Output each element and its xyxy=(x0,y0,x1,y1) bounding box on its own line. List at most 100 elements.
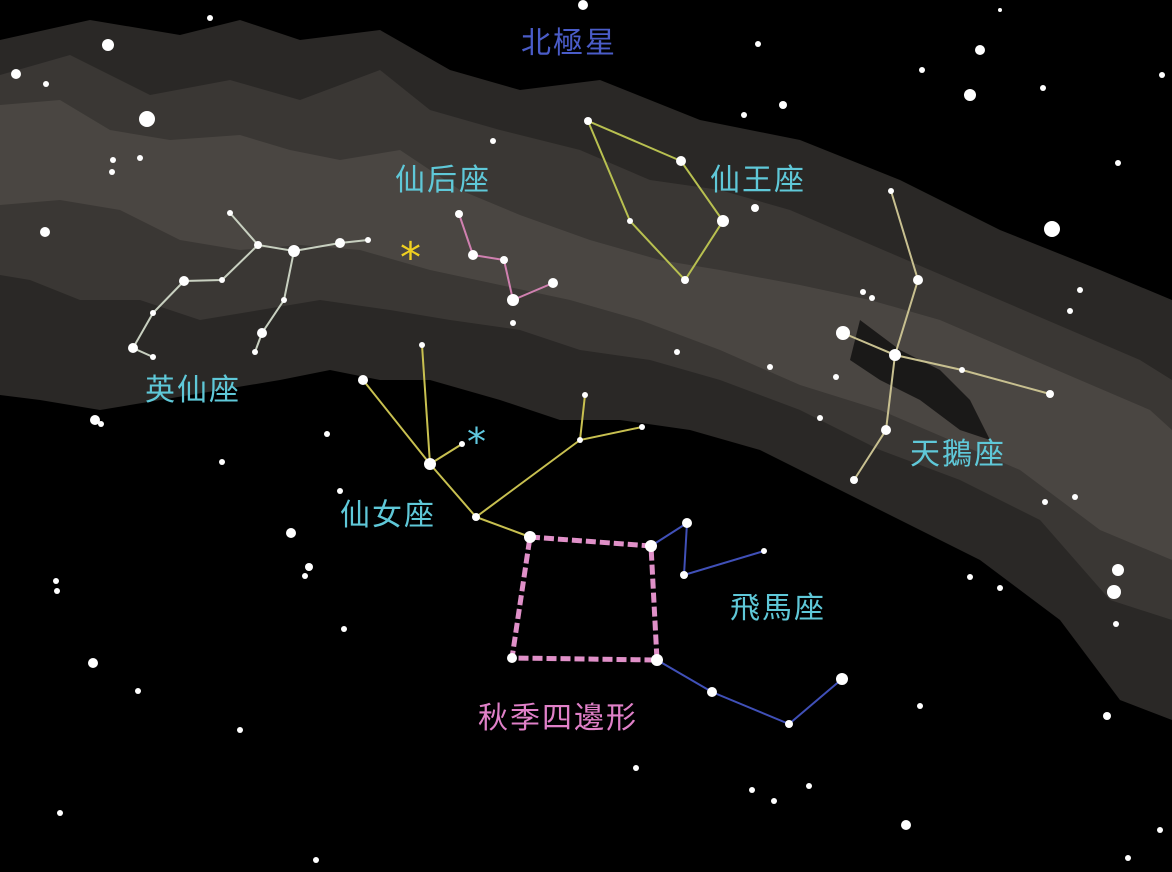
star xyxy=(1113,621,1119,627)
star xyxy=(335,238,345,248)
star xyxy=(507,294,519,306)
star xyxy=(98,421,104,427)
star xyxy=(997,585,1003,591)
cepheus-lines xyxy=(587,120,725,282)
star xyxy=(888,188,894,194)
star xyxy=(54,588,60,594)
star xyxy=(817,415,823,421)
star xyxy=(1125,855,1131,861)
star xyxy=(975,45,985,55)
star xyxy=(507,653,517,663)
star xyxy=(207,15,213,21)
star xyxy=(1042,499,1048,505)
autumn-square-lines xyxy=(509,534,660,663)
star xyxy=(139,111,155,127)
star xyxy=(913,275,923,285)
star xyxy=(717,215,729,227)
star xyxy=(150,310,156,316)
star xyxy=(88,658,98,668)
star xyxy=(11,69,21,79)
star xyxy=(967,574,973,580)
perseus-label: 英仙座 xyxy=(145,373,241,408)
star xyxy=(281,297,287,303)
star xyxy=(57,810,63,816)
cyan-asterisk-marker: * xyxy=(467,420,486,464)
star xyxy=(836,673,848,685)
star xyxy=(771,798,777,804)
star xyxy=(869,295,875,301)
star xyxy=(524,531,536,543)
star xyxy=(761,548,767,554)
star xyxy=(998,8,1002,12)
cassiopeia-label: 仙后座 xyxy=(395,163,491,198)
star xyxy=(639,424,645,430)
star xyxy=(341,626,347,632)
star xyxy=(219,277,225,283)
cepheus-label: 仙王座 xyxy=(710,163,806,198)
polaris-label: 北極星 xyxy=(521,26,617,61)
star xyxy=(500,256,508,264)
star xyxy=(806,783,812,789)
star xyxy=(109,169,115,175)
star xyxy=(510,320,516,326)
star xyxy=(305,563,313,571)
star xyxy=(836,326,850,340)
star xyxy=(1115,160,1121,166)
star xyxy=(850,476,858,484)
star xyxy=(472,513,480,521)
star xyxy=(1072,494,1078,500)
star xyxy=(137,155,143,161)
milky-way-inner xyxy=(0,100,1172,560)
star xyxy=(424,458,436,470)
star xyxy=(128,343,138,353)
star xyxy=(680,571,688,579)
star xyxy=(455,210,463,218)
star xyxy=(1067,308,1073,314)
star xyxy=(964,89,976,101)
pegasus-lines xyxy=(650,521,843,726)
star xyxy=(1040,85,1046,91)
star xyxy=(917,703,923,709)
star xyxy=(1107,585,1121,599)
star xyxy=(468,250,478,260)
star xyxy=(785,720,793,728)
star xyxy=(490,138,496,144)
star xyxy=(1157,827,1163,833)
yellow-asterisk-marker: * xyxy=(400,233,421,282)
star xyxy=(40,227,50,237)
star xyxy=(548,278,558,288)
star xyxy=(324,431,330,437)
star xyxy=(43,81,49,87)
star xyxy=(633,765,639,771)
star xyxy=(676,156,686,166)
pegasus-label: 飛馬座 xyxy=(730,591,826,626)
star xyxy=(751,204,759,212)
star xyxy=(741,112,747,118)
star xyxy=(179,276,189,286)
star xyxy=(881,425,891,435)
autumn-square-label: 秋季四邊形 xyxy=(478,701,638,736)
star xyxy=(1103,712,1111,720)
star xyxy=(584,117,592,125)
star xyxy=(150,354,156,360)
star xyxy=(53,578,59,584)
star xyxy=(358,375,368,385)
star xyxy=(749,787,755,793)
star xyxy=(1046,390,1054,398)
star xyxy=(833,374,839,380)
star xyxy=(365,237,371,243)
star xyxy=(860,289,866,295)
star xyxy=(419,342,425,348)
star xyxy=(919,67,925,73)
stars xyxy=(11,0,1165,863)
star xyxy=(252,349,258,355)
star xyxy=(302,573,308,579)
star xyxy=(337,488,343,494)
star xyxy=(577,437,583,443)
star xyxy=(102,39,114,51)
star xyxy=(459,441,465,447)
star xyxy=(1044,221,1060,237)
star xyxy=(627,218,633,224)
star xyxy=(578,0,588,10)
star xyxy=(651,654,663,666)
